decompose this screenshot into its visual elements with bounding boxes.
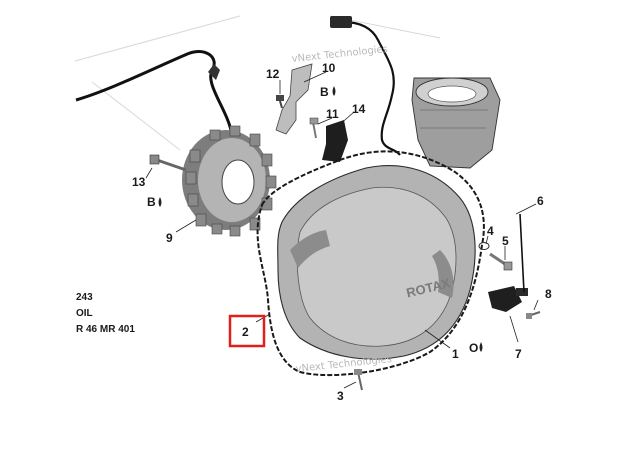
lubricant-b-symbol: B [147,195,162,209]
magneto-cover-part-1: ROTAX [277,165,476,360]
leader-lines [145,71,539,389]
gasket-part-2 [256,150,485,377]
guide-line [91,81,181,151]
bolt-part-13 [149,154,187,172]
watermark: vNext Technologies [291,44,388,65]
callout-6[interactable]: 6 [537,194,544,208]
callout-4[interactable]: 4 [487,224,494,238]
svg-text:B: B [320,85,329,99]
cable-guide-part-10 [275,63,313,135]
callout-9[interactable]: 9 [166,231,173,245]
screw-part-3 [354,369,363,391]
stator-part-9 [182,125,277,237]
callout-1[interactable]: 1 [452,347,459,361]
callout-11[interactable]: 11 [326,107,339,121]
bolt-part-5 [489,252,513,271]
note-line-3: R 46 MR 401 [76,324,135,335]
callout-3[interactable]: 3 [337,389,344,403]
screw-part-12 [276,95,284,109]
washer-part-4 [478,242,490,250]
engine-housing [411,77,501,169]
svg-text:B: B [147,195,156,209]
sensor-part-7 [488,213,528,312]
harness-connector [208,64,220,80]
callout-12[interactable]: 12 [266,67,280,81]
sensor-wire [342,20,401,156]
callout-5[interactable]: 5 [502,234,509,248]
callout-2[interactable]: 2 [242,325,249,339]
callout-13[interactable]: 13 [132,175,146,189]
guide-line [74,15,241,62]
oil-o-symbol: O [469,341,483,355]
watermark: vNext Technologies [295,354,392,375]
note-line-1: 243 [76,292,93,303]
svg-text:O: O [469,341,478,355]
wire-connector [330,16,352,28]
screw-part-8 [526,311,541,319]
note-line-2: OIL [76,308,93,319]
screw-part-11 [309,117,319,139]
lubricant-b-symbol: B [320,85,336,99]
callout-7[interactable]: 7 [515,347,522,361]
highlight-box [228,314,266,348]
callout-8[interactable]: 8 [545,287,552,301]
callout-14[interactable]: 14 [352,102,366,116]
callout-10[interactable]: 10 [322,61,336,75]
clip-part-14 [322,120,348,162]
